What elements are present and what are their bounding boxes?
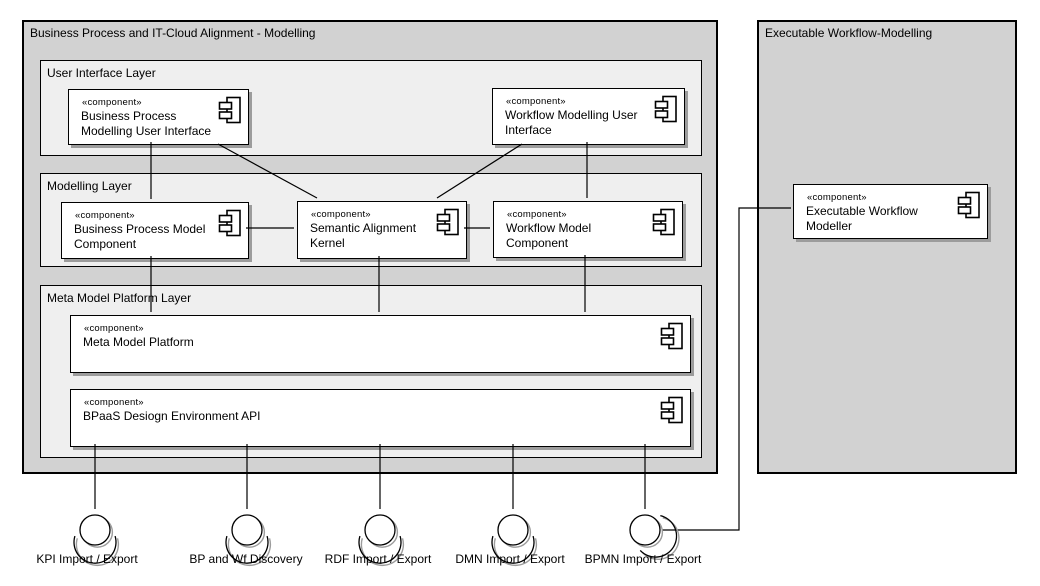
layer-meta-model-platform: Meta Model Platform Layer «component» Me…: [40, 285, 702, 458]
layer-modelling: Modelling Layer «component» Business Pro…: [40, 173, 702, 267]
component-icon: [654, 95, 677, 123]
component-icon: [957, 191, 980, 219]
component-executable-workflow-modeller: «component» Executable Workflow Modeller: [793, 184, 988, 239]
container-title: Executable Workflow-Modelling: [765, 26, 933, 40]
stereotype-label: «component»: [84, 397, 144, 408]
component-bpaas-design-environment-api: «component» BPaaS Desiogn Environment AP…: [70, 389, 691, 447]
component-semantic-alignment-kernel: «component» Semantic Alignment Kernel: [297, 201, 467, 259]
interface-label-dmn: DMN Import / Export: [455, 552, 565, 566]
component-name: Executable Workflow Modeller: [806, 204, 918, 233]
component-business-process-model-component: «component» Business Process Model Compo…: [61, 202, 249, 259]
stereotype-label: «component»: [807, 192, 867, 203]
container-executable-workflow-modelling: Executable Workflow-Modelling «component…: [757, 20, 1017, 474]
component-icon: [660, 396, 683, 424]
layer-title: Meta Model Platform Layer: [47, 291, 192, 305]
component-workflow-model-component: «component» Workflow Model Component: [493, 201, 683, 258]
component-business-process-modelling-user-interface: «component» Business Process Modelling U…: [68, 89, 249, 145]
interface-label-bpmn: BPMN Import / Export: [584, 552, 702, 566]
component-icon: [652, 208, 675, 236]
component-name: Semantic Alignment Kernel: [310, 221, 417, 250]
component-icon: [218, 96, 241, 124]
interface-label-kpi: KPI Import / Export: [36, 552, 138, 566]
interface-label-discovery: BP and Wf Discovery: [189, 552, 303, 566]
stereotype-label: «component»: [82, 97, 142, 108]
component-meta-model-platform: «component» Meta Model Platform: [70, 315, 691, 373]
stereotype-label: «component»: [84, 323, 144, 334]
component-workflow-modelling-user-interface: «component» Workflow Modelling User Inte…: [492, 88, 685, 145]
stereotype-label: «component»: [507, 209, 567, 220]
container-bp-it-cloud-alignment: Business Process and IT-Cloud Alignment …: [22, 20, 718, 474]
component-icon: [436, 208, 459, 236]
component-name: Business Process Modelling User Interfac…: [81, 109, 212, 138]
component-name: Workflow Modelling User Interface: [505, 108, 638, 137]
component-name: BPaaS Desiogn Environment API: [83, 409, 261, 423]
component-name: Business Process Model Component: [74, 222, 206, 251]
layer-title: Modelling Layer: [47, 179, 132, 193]
stereotype-label: «component»: [75, 210, 135, 221]
component-icon: [660, 322, 683, 350]
container-title: Business Process and IT-Cloud Alignment …: [30, 26, 316, 40]
stereotype-label: «component»: [506, 96, 566, 107]
component-icon: [218, 209, 241, 237]
layer-title: User Interface Layer: [47, 66, 156, 80]
component-name: Meta Model Platform: [83, 335, 194, 349]
stereotype-label: «component»: [311, 209, 371, 220]
interface-label-rdf: RDF Import / Export: [324, 552, 432, 566]
component-name: Workflow Model Component: [506, 221, 592, 250]
layer-user-interface: User Interface Layer «component» Busines…: [40, 60, 702, 156]
